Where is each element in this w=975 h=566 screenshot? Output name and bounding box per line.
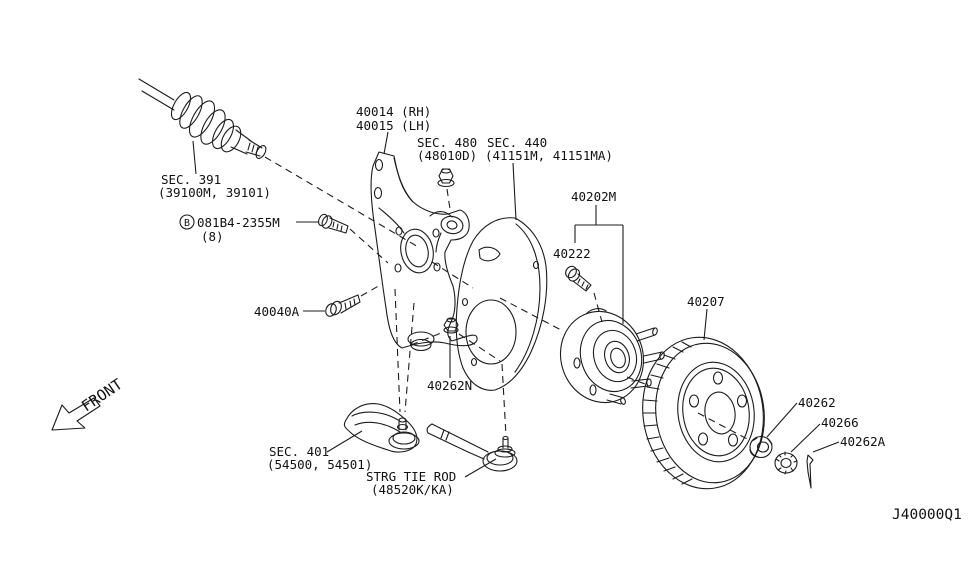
label-strut-bolt-number: 081B4-2355M [197, 215, 280, 230]
lock-washer [774, 451, 798, 475]
assembly-dashed-lines [264, 156, 752, 442]
label-strut-bolt-group: B 081B4-2355M (8) [179, 214, 280, 244]
hub-bolt [565, 265, 592, 292]
bolt-symbol-letter: B [184, 218, 190, 229]
label-sec480-refs: (48010D) [417, 148, 477, 163]
steering-knuckle [370, 151, 478, 352]
front-direction-label: FRONT [78, 375, 126, 415]
label-hub-bolt: 40222 [553, 246, 591, 261]
diagram-reference-code: J40000Q1 [892, 507, 962, 523]
label-rotor: 40207 [687, 294, 725, 309]
brake-rotor [642, 336, 765, 490]
knuckle-bolt [325, 294, 361, 317]
hub-assembly-bracket [574, 205, 624, 324]
label-knuckle-bolt: 40040A [254, 304, 300, 319]
label-strut-bolt-qty: (8) [201, 229, 224, 244]
label-tie-rod-nut: 40262N [427, 378, 472, 393]
strut-bolt [318, 213, 349, 234]
label-sec391-refs: (39100M, 39101) [158, 185, 271, 200]
hub-bearing-assembly [559, 308, 665, 405]
drive-shaft-assembly [138, 78, 267, 159]
label-sec480: SEC. 480 [417, 135, 477, 150]
front-arrow [51, 397, 101, 431]
label-tie-rod: STRG TIE ROD [366, 469, 456, 484]
label-hub-nut: 40262 [798, 395, 836, 410]
rotor-vent-hatching [642, 341, 693, 485]
label-sec391: SEC. 391 [161, 172, 221, 187]
label-tie-rod-refs: (48520K/KA) [371, 482, 454, 497]
tie-rod [426, 423, 518, 472]
bolt-symbol-circle [179, 214, 195, 230]
label-knuckle-rh: 40014 (RH) [356, 104, 431, 119]
tie-rod-nut [443, 317, 459, 334]
label-sec401-refs: (54500, 54501) [267, 457, 372, 472]
label-sec440-refs: (41151M, 41151MA) [485, 148, 613, 163]
label-leader-lines [192, 131, 840, 478]
part-labels: 40014 (RH) 40015 (LH) SEC. 480 (48010D) … [78, 104, 962, 523]
splash-shield [455, 217, 548, 391]
label-hub-assembly: 40202M [571, 189, 616, 204]
label-cotter-pin: 40262A [840, 434, 886, 449]
hub-nut [749, 435, 773, 459]
control-arm [343, 403, 420, 453]
cotter-pin [806, 454, 814, 489]
strut-nut [437, 168, 455, 188]
label-knuckle-lh: 40015 (LH) [356, 118, 431, 133]
label-sec401: SEC. 401 [269, 444, 329, 459]
label-lock-washer: 40266 [821, 415, 859, 430]
label-sec440: SEC. 440 [487, 135, 547, 150]
